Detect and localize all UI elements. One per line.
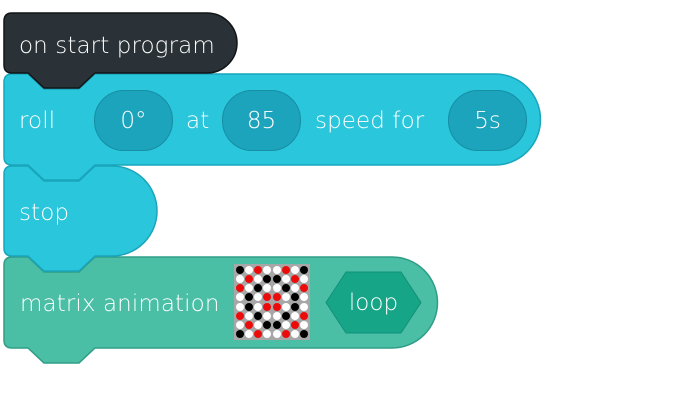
matrix-pixel: [244, 302, 253, 311]
matrix-pixel: [263, 293, 272, 302]
duration-input[interactable]: 5s: [448, 90, 527, 151]
matrix-pixel: [281, 293, 290, 302]
matrix-animation-label: matrix animation: [20, 291, 220, 317]
matrix-pixel: [254, 321, 263, 330]
speed-input[interactable]: 85: [222, 90, 301, 151]
matrix-pixel: [272, 274, 281, 283]
matrix-pixel: [300, 321, 309, 330]
loop-mode-label: loop: [348, 289, 399, 316]
matrix-pixel: [254, 284, 263, 293]
matrix-pixel: [300, 302, 309, 311]
heading-input[interactable]: 0°: [94, 90, 173, 151]
speed-for-label: speed for: [315, 108, 425, 134]
matrix-pixel: [291, 284, 300, 293]
matrix-pixel: [235, 330, 244, 339]
matrix-pixel: [235, 321, 244, 330]
matrix-animation-block[interactable]: [3, 256, 439, 364]
matrix-pixel: [235, 293, 244, 302]
matrix-pixel: [263, 274, 272, 283]
matrix-pixel: [291, 274, 300, 283]
matrix-pixel: [254, 311, 263, 320]
matrix-pixel: [263, 265, 272, 274]
matrix-pixel: [281, 330, 290, 339]
matrix-pixel: [263, 330, 272, 339]
matrix-pixel: [281, 302, 290, 311]
matrix-pixel: [300, 265, 309, 274]
matrix-pixel: [291, 265, 300, 274]
at-label: at: [186, 108, 210, 134]
matrix-pixel: [254, 265, 263, 274]
matrix-pixel: [235, 284, 244, 293]
matrix-pixel: [235, 274, 244, 283]
matrix-pixel: [300, 284, 309, 293]
matrix-pixel: [281, 311, 290, 320]
matrix-pixel: [291, 311, 300, 320]
loop-selector-shape[interactable]: [325, 271, 422, 334]
matrix-pixel: [244, 321, 253, 330]
matrix-pixel: [300, 330, 309, 339]
on-start-label: on start program: [19, 33, 215, 59]
matrix-pixel: [281, 274, 290, 283]
on-start-block[interactable]: [3, 12, 238, 89]
matrix-pixel: [254, 302, 263, 311]
roll-label: roll: [19, 108, 56, 134]
matrix-pixel: [300, 274, 309, 283]
matrix-pixel: [281, 321, 290, 330]
matrix-pixel: [272, 321, 281, 330]
matrix-pixel: [244, 330, 253, 339]
stop-label: stop: [19, 200, 70, 226]
matrix-pixel: [281, 284, 290, 293]
matrix-pixel: [235, 302, 244, 311]
matrix-pixel: [263, 321, 272, 330]
matrix-pixel: [244, 284, 253, 293]
matrix-pixel: [291, 302, 300, 311]
matrix-pixel: [272, 284, 281, 293]
matrix-pixel: [281, 265, 290, 274]
matrix-frame-preview[interactable]: [234, 264, 310, 340]
matrix-pixel: [263, 311, 272, 320]
matrix-pixel: [272, 302, 281, 311]
matrix-pixel: [272, 265, 281, 274]
matrix-pixel: [291, 330, 300, 339]
matrix-pixel: [263, 302, 272, 311]
matrix-pixel: [291, 321, 300, 330]
matrix-pixel: [254, 274, 263, 283]
matrix-pixel: [235, 311, 244, 320]
matrix-pixel: [244, 274, 253, 283]
matrix-pixel: [263, 284, 272, 293]
matrix-pixel: [272, 293, 281, 302]
matrix-pixel: [235, 265, 244, 274]
matrix-pixel: [291, 293, 300, 302]
matrix-pixel: [254, 330, 263, 339]
stop-block[interactable]: [3, 165, 158, 272]
matrix-pixel: [272, 311, 281, 320]
matrix-pixel: [244, 311, 253, 320]
matrix-pixel: [254, 293, 263, 302]
matrix-pixel: [272, 330, 281, 339]
matrix-pixel: [300, 293, 309, 302]
matrix-pixel: [244, 293, 253, 302]
matrix-pixel: [300, 311, 309, 320]
matrix-pixel: [244, 265, 253, 274]
